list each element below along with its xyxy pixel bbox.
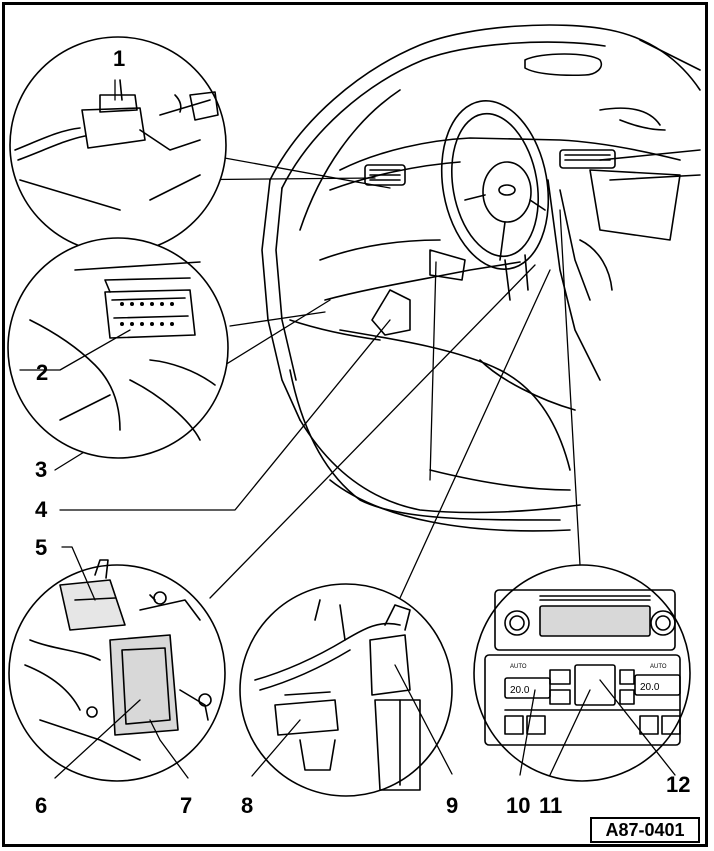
inset-2 (7, 237, 229, 459)
inset-2-pins (120, 302, 174, 326)
callout-11: 11 (539, 793, 563, 818)
callout-6: 6 (35, 793, 48, 818)
climate-right-auto: AUTO (650, 664, 667, 670)
leader-lines (54, 154, 581, 599)
callout-9: 9 (446, 793, 459, 818)
climate-left-temp: 20.0 (510, 685, 530, 696)
inset-10-11-12 (473, 564, 691, 782)
callout-3: 3 (35, 457, 48, 482)
inset-5-6-7 (8, 559, 226, 782)
callout-7: 7 (180, 793, 193, 818)
inset-8-9 (239, 583, 453, 797)
callout-2: 2 (36, 360, 49, 385)
climate-panel-text: 20.0 20.0 AUTO AUTO (510, 664, 667, 696)
climate-left-auto: AUTO (510, 664, 527, 670)
inset-leaders (19, 79, 676, 779)
callout-12: 12 (666, 772, 691, 797)
climate-right-temp: 20.0 (640, 682, 660, 693)
inset-1 (9, 36, 227, 254)
callout-10: 10 (506, 793, 531, 818)
car-interior-drawing (261, 24, 701, 532)
callout-5: 5 (35, 535, 48, 560)
callout-1: 1 (113, 46, 126, 71)
callout-4: 4 (35, 497, 48, 522)
callout-8: 8 (241, 793, 254, 818)
figure-reference-code: A87-0401 (590, 817, 700, 843)
